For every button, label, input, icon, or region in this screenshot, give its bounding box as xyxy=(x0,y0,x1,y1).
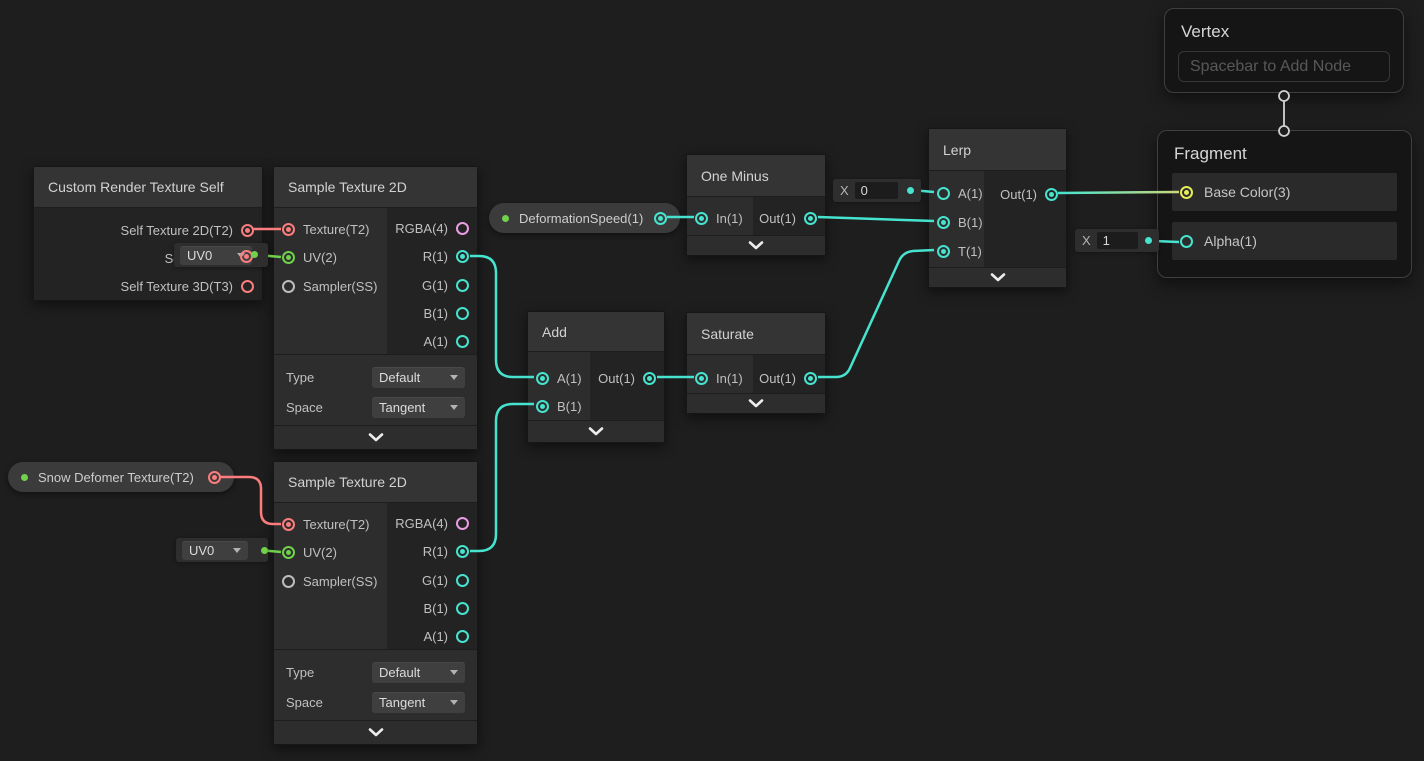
lerp-a-value-field[interactable]: 0 xyxy=(854,182,898,199)
node-one-minus[interactable]: One Minus In(1) Out(1) xyxy=(686,154,826,256)
property-dot-icon xyxy=(21,473,28,481)
uv-default-handle-1[interactable] xyxy=(251,251,258,258)
dropdown-caret-icon xyxy=(450,670,458,675)
node-saturate[interactable]: Saturate In(1) Out(1) xyxy=(686,312,826,414)
fragment-title: Fragment xyxy=(1174,144,1247,163)
port-out[interactable] xyxy=(804,371,817,385)
collapse-bar[interactable] xyxy=(274,425,477,449)
vertex-title: Vertex xyxy=(1181,22,1230,41)
alpha-default-widget: X 1 xyxy=(1075,229,1159,252)
uv-channel-widget-2: UV0 xyxy=(176,538,268,562)
wire-r1-to-add-a[interactable] xyxy=(470,254,534,379)
port-uv-in-1[interactable] xyxy=(282,250,295,264)
port-sampler-in-1[interactable] xyxy=(282,279,295,293)
uv-channel-dropdown-1[interactable]: UV0 xyxy=(180,245,252,265)
alpha-default-handle[interactable] xyxy=(1145,237,1152,244)
port-out[interactable] xyxy=(804,211,817,225)
wire-r2-to-add-b[interactable] xyxy=(470,402,534,553)
port-deformation-speed-out[interactable] xyxy=(654,211,667,225)
port-t-in[interactable] xyxy=(937,245,950,258)
port-rgba-out-2[interactable] xyxy=(456,516,469,530)
collapse-chevron-icon xyxy=(368,433,383,442)
vertex-context[interactable]: Vertex Spacebar to Add Node xyxy=(1164,8,1404,93)
port-g-out-1[interactable] xyxy=(456,278,469,292)
wire-snowtexture-to-texture2[interactable] xyxy=(219,475,281,526)
uv-default-handle-2[interactable] xyxy=(261,546,268,554)
node-title: One Minus xyxy=(687,155,825,197)
wire-oneminus-to-lerp-b[interactable] xyxy=(817,215,935,223)
output-row: Self Texture 3D(T3) xyxy=(34,272,262,300)
port-in[interactable] xyxy=(695,211,708,225)
port-sampler-in-2[interactable] xyxy=(282,574,295,588)
port-out[interactable] xyxy=(1045,187,1058,201)
port-b-out-1[interactable] xyxy=(456,306,469,320)
add-node-placeholder[interactable]: Spacebar to Add Node xyxy=(1178,51,1390,82)
collapse-bar[interactable] xyxy=(687,393,825,413)
port-uv-in-2[interactable] xyxy=(282,545,295,559)
collapse-bar[interactable] xyxy=(929,267,1066,287)
output-row: Self Texture 2D(T2) xyxy=(34,216,262,244)
collapse-bar[interactable] xyxy=(528,420,664,442)
collapse-chevron-icon xyxy=(990,273,1005,282)
port-b-in[interactable] xyxy=(937,216,950,229)
collapse-chevron-icon xyxy=(748,399,764,408)
wire-lerp-to-basecolor[interactable] xyxy=(1057,190,1180,195)
dropdown-caret-icon xyxy=(450,375,458,380)
wire-saturate-to-lerp-t[interactable] xyxy=(818,248,935,379)
lerp-a-default-widget: X 0 xyxy=(833,179,921,202)
space-dropdown[interactable]: Tangent xyxy=(372,692,465,713)
port-texture-in-1[interactable] xyxy=(282,222,295,236)
block-alpha[interactable]: Alpha(1) xyxy=(1172,222,1397,260)
port-rgba-out-1[interactable] xyxy=(456,221,469,235)
alpha-value-field[interactable]: 1 xyxy=(1096,232,1138,249)
type-dropdown[interactable]: Default xyxy=(372,662,465,683)
node-sample-texture-2d-2[interactable]: Sample Texture 2D Texture(T2) UV(2) Samp… xyxy=(273,461,478,745)
port-base-color-in[interactable] xyxy=(1180,185,1193,199)
dropdown-caret-icon xyxy=(450,700,458,705)
block-base-color[interactable]: Base Color(3) xyxy=(1172,173,1397,211)
space-dropdown[interactable]: Tangent xyxy=(372,397,465,418)
node-lerp[interactable]: Lerp A(1) B(1) T(1) Out(1) xyxy=(928,128,1067,288)
node-title: Sample Texture 2D xyxy=(274,462,477,503)
node-title: Saturate xyxy=(687,313,825,355)
collapse-bar[interactable] xyxy=(687,235,825,255)
port-b-in[interactable] xyxy=(536,399,549,413)
node-title: Custom Render Texture Self xyxy=(34,167,262,208)
collapse-bar[interactable] xyxy=(274,720,477,744)
node-title: Sample Texture 2D xyxy=(274,167,477,208)
property-dot-icon xyxy=(502,214,509,222)
port-self-texture-2d-out[interactable] xyxy=(241,223,254,237)
port-r-out-2[interactable] xyxy=(456,544,469,558)
dropdown-caret-icon xyxy=(233,547,241,553)
collapse-chevron-icon xyxy=(368,728,383,737)
port-r-out-1[interactable] xyxy=(456,249,469,263)
node-sample-texture-2d-1[interactable]: Sample Texture 2D Texture(T2) UV(2) Samp… xyxy=(273,166,478,450)
port-a-out-1[interactable] xyxy=(456,334,469,348)
lerp-a-default-handle[interactable] xyxy=(907,187,914,194)
uv-channel-dropdown-2[interactable]: UV0 xyxy=(182,540,248,560)
port-a-out-2[interactable] xyxy=(456,629,469,643)
property-pill-deformation-speed[interactable]: DeformationSpeed(1) xyxy=(489,203,680,233)
node-custom-render-texture-self[interactable]: Custom Render Texture Self Self Texture … xyxy=(33,166,263,301)
port-in[interactable] xyxy=(695,371,708,385)
port-b-out-2[interactable] xyxy=(456,601,469,615)
fragment-context[interactable]: Fragment Base Color(3) Alpha(1) xyxy=(1157,130,1412,278)
port-g-out-2[interactable] xyxy=(456,573,469,587)
port-texture-in-2[interactable] xyxy=(282,517,295,531)
collapse-chevron-icon xyxy=(748,241,764,250)
node-title: Lerp xyxy=(929,129,1066,171)
port-self-texture-3d-out[interactable] xyxy=(241,279,254,293)
port-a-in[interactable] xyxy=(937,187,950,200)
port-a-in[interactable] xyxy=(536,371,549,385)
property-pill-snow-deformer-texture[interactable]: Snow Defomer Texture(T2) xyxy=(8,462,234,492)
uv-channel-widget-1: UV0 xyxy=(174,243,268,267)
port-out[interactable] xyxy=(643,371,656,385)
port-alpha-in[interactable] xyxy=(1180,234,1193,248)
dropdown-caret-icon xyxy=(450,405,458,410)
type-dropdown[interactable]: Default xyxy=(372,367,465,388)
node-title: Add xyxy=(528,312,664,352)
collapse-chevron-icon xyxy=(588,427,604,436)
node-add[interactable]: Add A(1) B(1) Out(1) xyxy=(527,311,665,443)
